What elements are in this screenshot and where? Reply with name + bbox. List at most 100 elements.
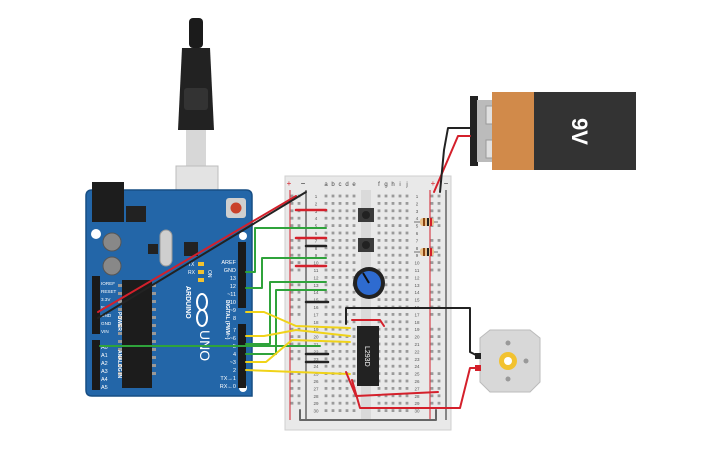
usb-cable [175,18,219,219]
breadboard-hole [405,313,409,316]
breadboard-hole [352,290,356,294]
breadboard-hole [377,268,381,272]
row-label: 26 [414,379,420,384]
row-label: 23 [313,357,319,362]
rail-hole [430,387,434,390]
breadboard-hole [331,305,335,309]
rail-hole [290,313,294,316]
breadboard-hole [391,350,395,353]
rail-hole [437,342,441,346]
breadboard-hole [391,276,395,279]
rail-hole [290,357,294,361]
breadboard-hole [384,350,388,353]
row-label: 22 [313,349,319,354]
arduino-brand: ARDUINO [184,286,191,319]
breadboard-hole [324,224,328,227]
breadboard-hole [398,372,402,375]
digital-pin-label: 12 [230,284,236,290]
analog-pin-label: A1 [101,353,108,359]
breadboard-hole [352,357,356,361]
breadboard-hole [331,202,335,205]
breadboard-hole [384,224,388,227]
header-analog-label: ANALOG IN [116,350,122,378]
breadboard-hole [331,253,335,257]
breadboard-hole [324,409,328,412]
analog-pin-label: A5 [101,385,108,391]
power-pin-label: VIN [101,329,109,334]
rail-hole [430,246,434,250]
breadboard-hole [405,357,409,361]
rail-hole [437,283,441,287]
push-button [358,238,374,252]
breadboard-hole [345,253,349,257]
analog-pin-label: A0 [101,345,108,351]
rail-hole [297,313,301,316]
digital-pin-label: ~6 [230,336,236,342]
row-label: 12 [414,275,420,280]
breadboard-hole [384,239,388,242]
row-label: 15 [414,298,420,303]
breadboard-hole [331,364,335,368]
rail-hole [430,202,434,205]
digital-pin-label: TX→1 [220,376,236,382]
column-label: b [331,182,335,188]
breadboard-hole [398,290,402,294]
breadboard-hole [398,194,402,198]
rail-hole [297,298,301,301]
breadboard-hole [331,224,335,227]
breadboard-hole [398,216,402,220]
breadboard-hole [405,364,409,368]
breadboard-hole [338,216,342,220]
breadboard-hole [324,194,328,198]
breadboard-hole [331,394,335,398]
rail-hole [297,216,301,220]
row-label: 1 [416,194,419,199]
digital-pin-label: 8 [233,316,236,322]
breadboard-hole [377,409,381,412]
breadboard-hole [352,276,356,279]
wire-black-gnd [97,191,307,319]
breadboard-hole [338,335,342,338]
breadboard-hole [331,231,335,235]
potentiometer [353,267,385,299]
row-label: 23 [414,357,420,362]
breadboard-hole [391,387,395,390]
breadboard-hole [352,364,356,368]
breadboard-hole [405,342,409,346]
breadboard-hole [338,268,342,272]
breadboard-hole [391,216,395,220]
rail-hole [290,261,294,264]
dc-motor [475,329,541,393]
rail-hole [290,394,294,398]
breadboard-hole [391,313,395,316]
breadboard-hole [398,327,402,331]
breadboard-hole [352,231,356,235]
breadboard-hole [345,364,349,368]
breadboard-hole [352,327,356,331]
resistor [414,218,438,226]
breadboard-hole [377,401,381,405]
breadboard-hole [331,350,335,353]
rail-hole [437,350,441,353]
column-label: c [339,182,342,188]
wire-yellow [245,311,351,329]
breadboard-hole [384,261,388,264]
push-button [358,208,374,222]
breadboard-hole [398,224,402,227]
row-label: 28 [414,394,420,399]
rail-hole [290,298,294,301]
header-power-label: POWER [116,312,122,331]
breadboard-hole [331,290,335,294]
led-label-rx: RX [188,270,196,276]
breadboard-hole [405,202,409,205]
breadboard-hole [391,327,395,331]
wire-black-chip [345,307,479,357]
breadboard-hole [384,387,388,390]
rail-hole [297,246,301,250]
row-label: 25 [313,372,319,377]
rail-hole [290,372,294,375]
breadboard-hole [331,261,335,264]
breadboard-hole [338,342,342,346]
rail-hole [430,268,434,272]
